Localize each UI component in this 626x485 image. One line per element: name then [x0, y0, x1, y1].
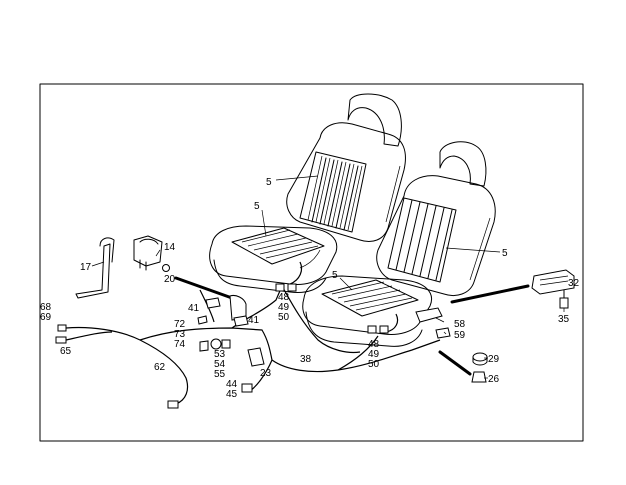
label-20: 20: [164, 274, 176, 285]
label-26: 26: [488, 374, 500, 385]
label-49: 49: [278, 302, 290, 313]
label-69: 69: [40, 312, 52, 323]
label-73: 73: [174, 329, 186, 340]
nut-35: [559, 297, 569, 309]
label-44: 44: [226, 379, 238, 390]
label-14: 14: [164, 242, 176, 253]
label-29: 29: [488, 354, 500, 365]
right-seat: [302, 141, 496, 347]
cushion-heater-mat: [231, 227, 325, 265]
label-50: 50: [278, 312, 290, 323]
label-5: 5: [254, 201, 260, 212]
label-49: 49: [368, 349, 380, 360]
grommet-29: [472, 352, 488, 362]
bracket-14: [133, 235, 163, 267]
connector-59: [435, 327, 451, 339]
right-cushion-heater-mat: [321, 279, 419, 317]
label-35: 35: [558, 314, 570, 325]
label-5: 5: [332, 270, 338, 281]
diagram-frame: [39, 83, 584, 442]
label-38: 38: [300, 354, 312, 365]
backrest-heater-mat: [299, 151, 367, 233]
control-unit-32: [531, 269, 575, 295]
label-23: 23: [260, 368, 272, 379]
right-backrest-heater-mat: [387, 197, 457, 283]
label-41: 41: [248, 315, 260, 326]
callout-labels: 5 5 5 5 14 17 20 32 35 68 69 65 41 41 72…: [40, 177, 580, 400]
label-58: 58: [454, 319, 466, 330]
label-68: 68: [40, 302, 52, 313]
wiring-harness: [55, 283, 441, 409]
bolt-26: [471, 371, 487, 383]
label-74: 74: [174, 339, 186, 350]
label-5: 5: [266, 177, 272, 188]
bracket-17: [75, 243, 111, 299]
left-seat: [209, 93, 406, 293]
label-50: 50: [368, 359, 380, 370]
label-17: 17: [80, 262, 92, 273]
label-41: 41: [188, 303, 200, 314]
label-48: 48: [368, 339, 380, 350]
connector-20: [162, 264, 170, 272]
label-62: 62: [154, 362, 166, 373]
label-59: 59: [454, 330, 466, 341]
leader-lines: [91, 175, 565, 379]
label-48: 48: [278, 292, 290, 303]
connector-58: [415, 307, 443, 323]
label-55: 55: [214, 369, 226, 380]
label-54: 54: [214, 359, 226, 370]
label-72: 72: [174, 319, 186, 330]
label-32: 32: [568, 278, 580, 289]
label-53: 53: [214, 349, 226, 360]
label-65: 65: [60, 346, 72, 357]
label-5: 5: [502, 248, 508, 259]
label-45: 45: [226, 389, 238, 400]
